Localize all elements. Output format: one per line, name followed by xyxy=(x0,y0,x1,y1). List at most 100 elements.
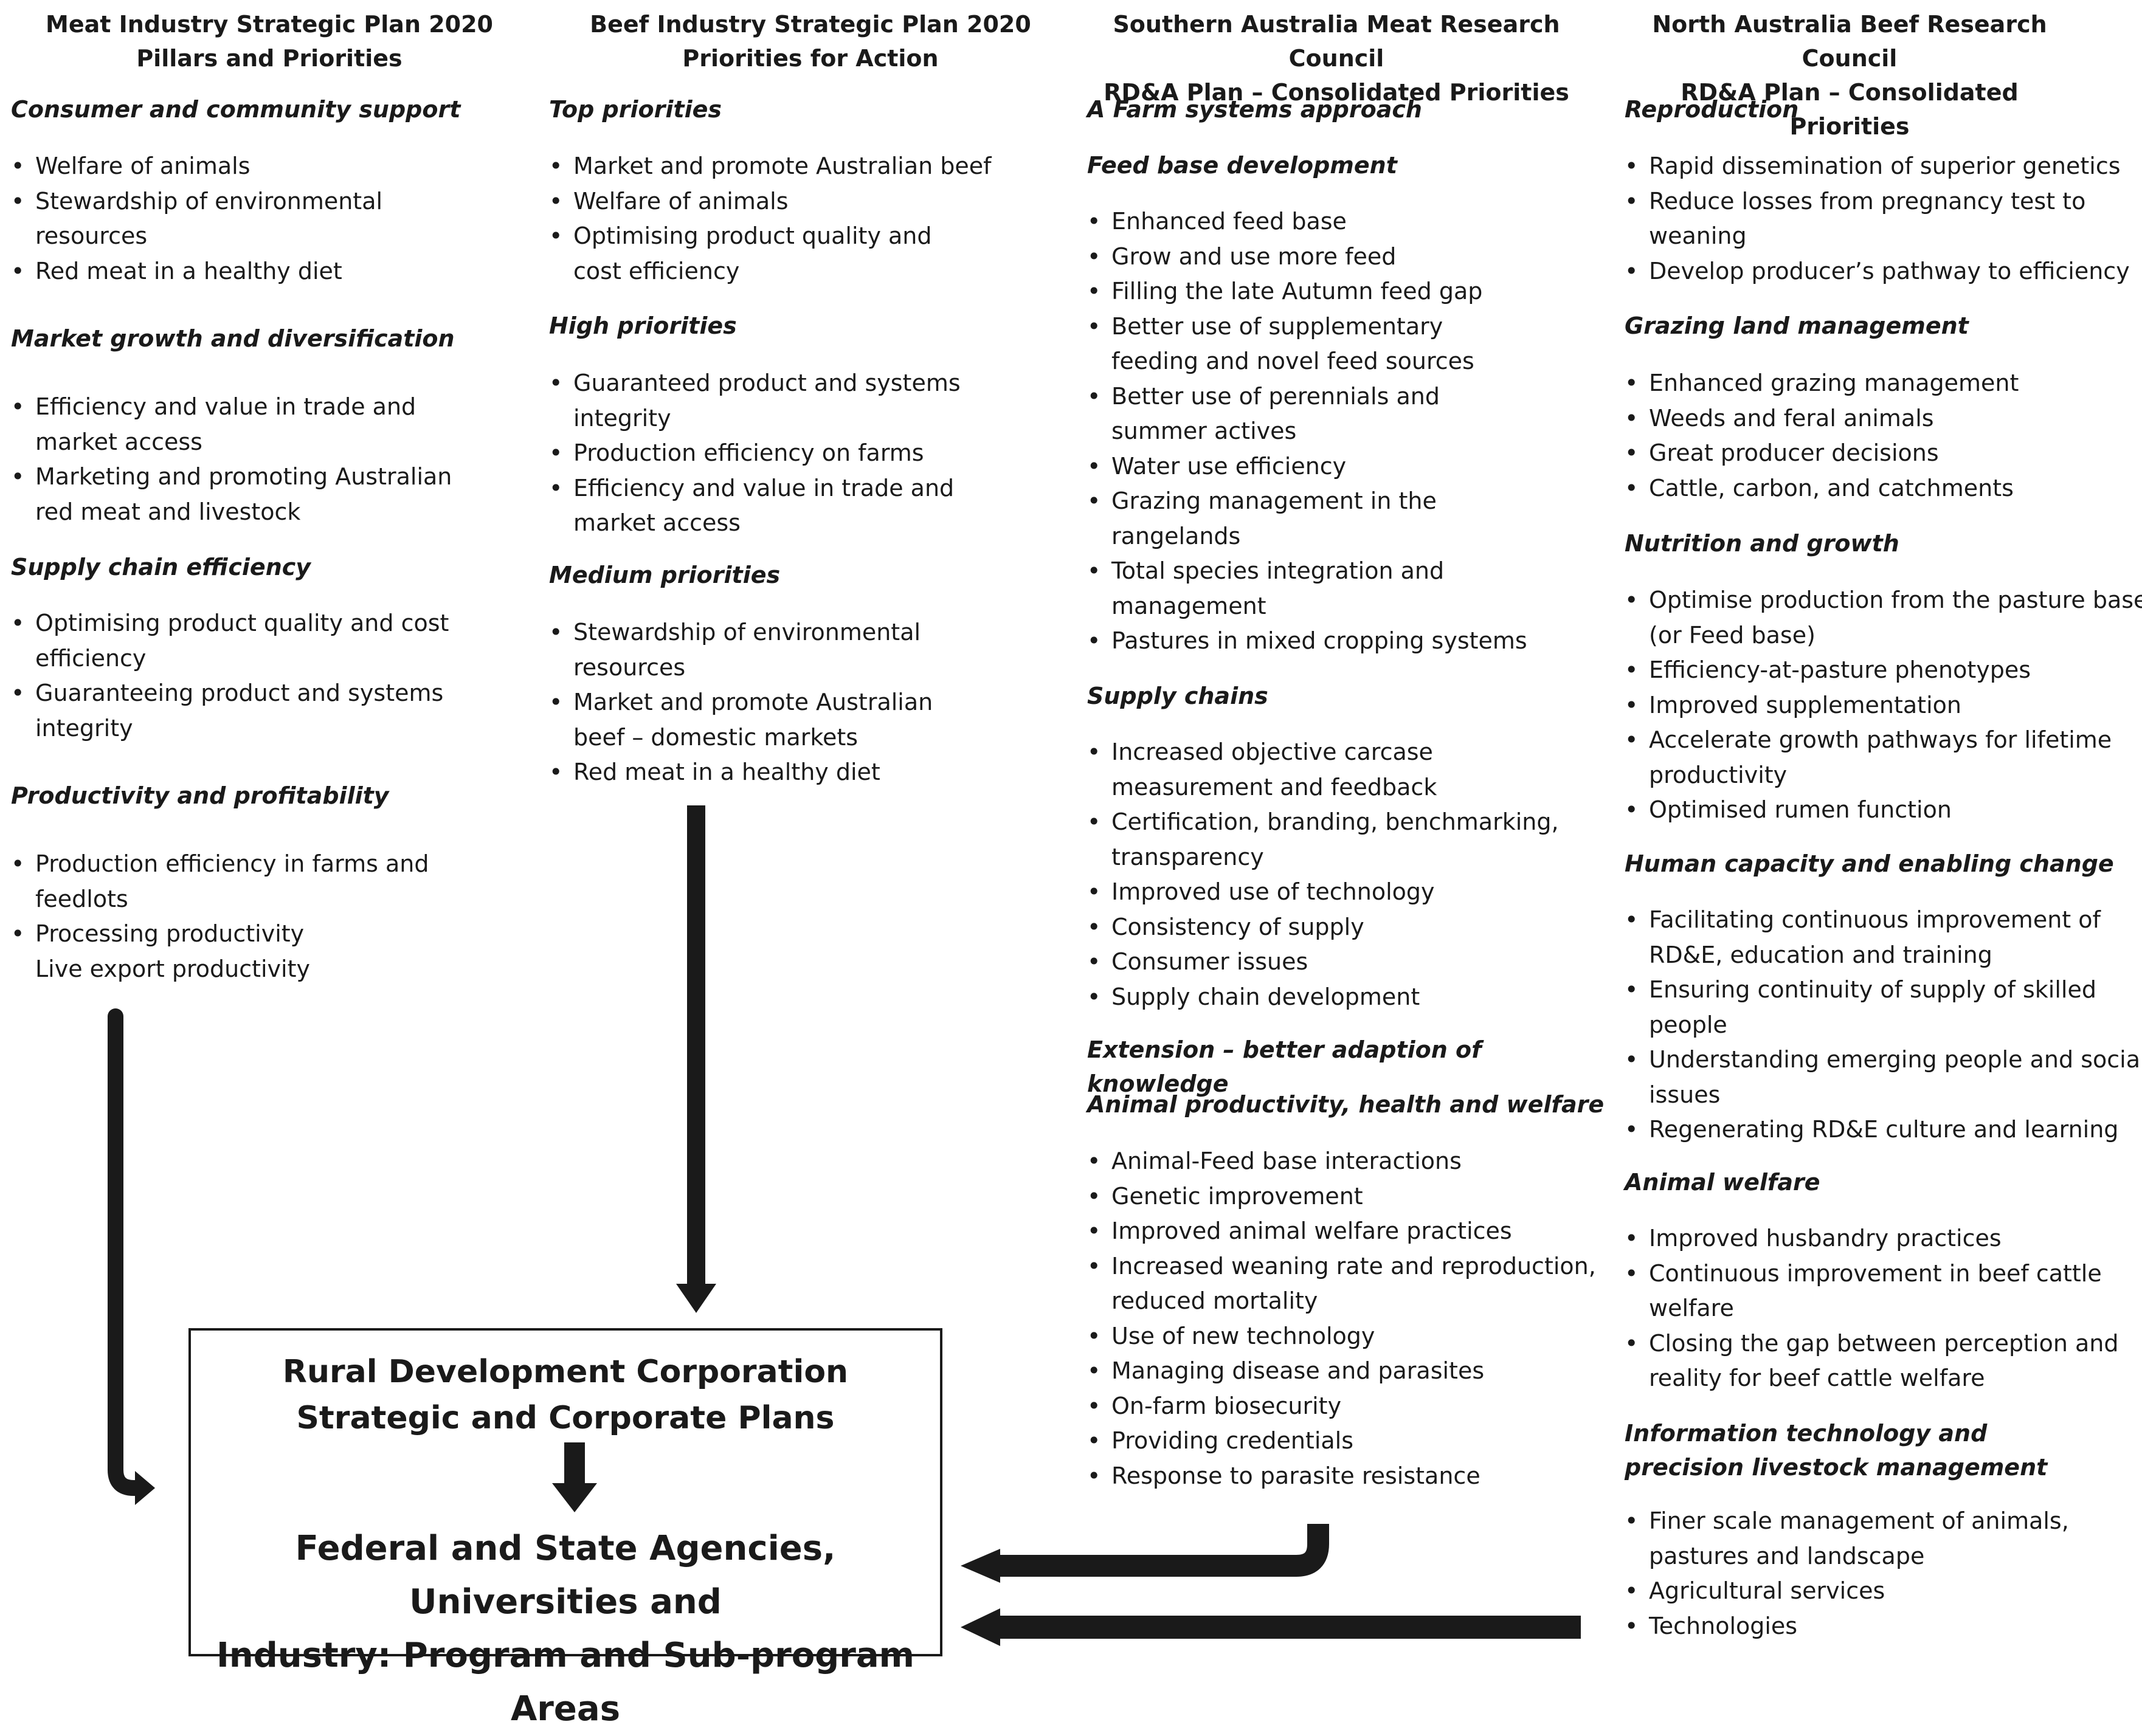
northern-council-arrow xyxy=(961,1608,1581,1646)
section-title: Supply chain efficiency xyxy=(11,554,311,580)
list-item: Efficiency and value in trade and market… xyxy=(549,471,987,541)
list-item: Grow and use more feed xyxy=(1087,239,1598,275)
section-title: Nutrition and growth xyxy=(1625,530,1899,557)
list-item: Stewardship of environmental resources xyxy=(549,615,962,685)
list-item: Total species integration and management xyxy=(1087,554,1476,624)
section-title: Market growth and diversification xyxy=(11,325,455,352)
section-title: Reproduction xyxy=(1625,96,1799,123)
list-item: Develop producer’s pathway to efficiency xyxy=(1625,254,2135,289)
box-title-line: Rural Development Corporation xyxy=(282,1354,849,1390)
section: Grazing land management xyxy=(1625,309,1969,343)
list-item: Optimising product quality and cost effi… xyxy=(11,606,473,676)
list-item: Market and promote Australian beef – dom… xyxy=(549,685,987,755)
list-item: Closing the gap between perception and r… xyxy=(1625,1326,2135,1396)
column-title-line: RD&A Plan – Consolidated Priorities xyxy=(1681,79,2019,140)
list-item: Welfare of animals xyxy=(549,184,1011,219)
column-title-line: RD&A Plan – Consolidated Priorities xyxy=(1104,79,1569,106)
section: High priorities xyxy=(549,309,737,343)
column-title-line: Beef Industry Strategic Plan 2020 xyxy=(590,11,1031,38)
section: Nutrition and growth xyxy=(1625,526,1899,560)
section: Human capacity and enabling change xyxy=(1625,847,2114,881)
section: Supply chains xyxy=(1087,679,1268,713)
section: Feed base development xyxy=(1087,148,1397,182)
list-item: Certification, branding, benchmarking, t… xyxy=(1087,805,1586,875)
list-item: Response to parasite resistance xyxy=(1087,1459,1598,1494)
box-title-line: Strategic and Corporate Plans xyxy=(296,1400,835,1436)
rdc-to-agencies-arrow xyxy=(552,1442,597,1512)
list-item: Consistency of supply xyxy=(1087,910,1598,945)
section: Top priorities xyxy=(549,92,722,126)
priority-list: Enhanced grazing management Weeds and fe… xyxy=(1625,366,2135,506)
list-item: Agricultural services xyxy=(1625,1574,2135,1609)
meat-plan-arrow xyxy=(108,1008,155,1505)
list-item: Supply chain development xyxy=(1087,980,1598,1015)
list-item: Stewardship of environmental resources xyxy=(11,184,473,254)
priority-list: Animal-Feed base interactions Genetic im… xyxy=(1087,1144,1598,1493)
section: Medium priorities xyxy=(549,558,780,592)
list-item: Regenerating RD&E culture and learning xyxy=(1625,1112,2135,1148)
priority-list: Increased objective carcase measurement … xyxy=(1087,735,1598,1014)
section: Extension – better adaption of knowledge xyxy=(1087,1033,1622,1101)
section: Information technology and precision liv… xyxy=(1625,1416,2111,1484)
priority-list: Optimising product quality and cost effi… xyxy=(11,606,473,746)
column-title-line: North Australia Beef Research Council xyxy=(1652,11,2047,72)
list-item: Water use efficiency xyxy=(1087,449,1598,484)
list-item: Grazing management in the rangelands xyxy=(1087,484,1452,554)
list-item: Great producer decisions xyxy=(1625,436,2135,471)
meat-industry-column: Meat Industry Strategic Plan 2020 Pillar… xyxy=(11,0,540,982)
list-item: Weeds and feral animals xyxy=(1625,401,2135,436)
list-item: Production efficiency on farms xyxy=(549,436,1011,471)
section: A Farm systems approach xyxy=(1087,92,1422,126)
section: Supply chain efficiency xyxy=(11,550,311,584)
list-item: Guaranteeing product and systems integri… xyxy=(11,676,473,746)
column-title-line: Southern Australia Meat Research Council xyxy=(1113,11,1560,72)
list-item: Providing credentials xyxy=(1087,1424,1598,1459)
section-title: Animal welfare xyxy=(1625,1169,1820,1196)
column-title: North Australia Beef Research Council RD… xyxy=(1625,7,2075,143)
list-item: Facilitating continuous improvement of R… xyxy=(1625,903,2135,973)
list-item: Increased weaning rate and reproduction,… xyxy=(1087,1249,1610,1319)
list-item: Managing disease and parasites xyxy=(1087,1354,1598,1389)
list-item: Technologies xyxy=(1625,1609,2135,1644)
list-item: Cattle, carbon, and catchments xyxy=(1625,471,2135,506)
list-item: Optimised rumen function xyxy=(1625,793,2135,828)
southern-council-arrow xyxy=(961,1524,1329,1583)
section: Market growth and diversification xyxy=(11,322,455,356)
section-title: Consumer and community support xyxy=(11,96,461,123)
list-item: Efficiency-at-pasture phenotypes xyxy=(1625,653,2135,688)
priority-list: Enhanced feed base Grow and use more fee… xyxy=(1087,204,1598,659)
list-item: Guaranteed product and systems integrity xyxy=(549,366,987,436)
section-title: Grazing land management xyxy=(1625,312,1969,339)
section-title: Supply chains xyxy=(1087,683,1268,709)
section: Reproduction xyxy=(1625,92,1798,126)
section: Productivity and profitability xyxy=(11,779,389,813)
priority-list: Facilitating continuous improvement of R… xyxy=(1625,903,2142,1148)
section-title: Information technology and precision liv… xyxy=(1625,1420,2048,1481)
list-item: Ensuring continuity of supply of skilled… xyxy=(1625,973,2135,1042)
section-title: High priorities xyxy=(549,312,737,339)
column-title-line: Priorities for Action xyxy=(682,45,939,72)
priority-list: Efficiency and value in trade and market… xyxy=(11,390,473,529)
priority-list: Finer scale management of animals, pastu… xyxy=(1625,1504,2135,1644)
section-title: Productivity and profitability xyxy=(11,782,389,809)
list-item: Improved animal welfare practices xyxy=(1087,1214,1598,1249)
section: Consumer and community support xyxy=(11,92,460,126)
list-item: Pastures in mixed cropping systems xyxy=(1087,624,1598,659)
list-item: Filling the late Autumn feed gap xyxy=(1087,274,1598,309)
list-item: Better use of supplementary feeding and … xyxy=(1087,309,1501,379)
list-item: Improved supplementation xyxy=(1625,688,2135,723)
list-item: Enhanced feed base xyxy=(1087,204,1598,239)
list-item: Marketing and promoting Australian red m… xyxy=(11,460,473,529)
section: Animal productivity, health and welfare xyxy=(1087,1087,1604,1121)
list-item: Genetic improvement xyxy=(1087,1179,1598,1214)
beef-plan-arrow xyxy=(676,805,716,1313)
section-title: Extension – better adaption of knowledge xyxy=(1087,1036,1482,1097)
list-item: Rapid dissemination of superior genetics xyxy=(1625,149,2135,184)
list-item: Accelerate growth pathways for lifetime … xyxy=(1625,723,2135,793)
priority-list: Rapid dissemination of superior genetics… xyxy=(1625,149,2135,289)
priority-list: Welfare of animals Stewardship of enviro… xyxy=(11,149,473,289)
flow-arrows xyxy=(108,805,1581,1646)
list-item: Understanding emerging people and social… xyxy=(1625,1042,2142,1112)
rdc-plans-title: Rural Development Corporation Strategic … xyxy=(191,1349,940,1441)
list-item: Enhanced grazing management xyxy=(1625,366,2135,401)
